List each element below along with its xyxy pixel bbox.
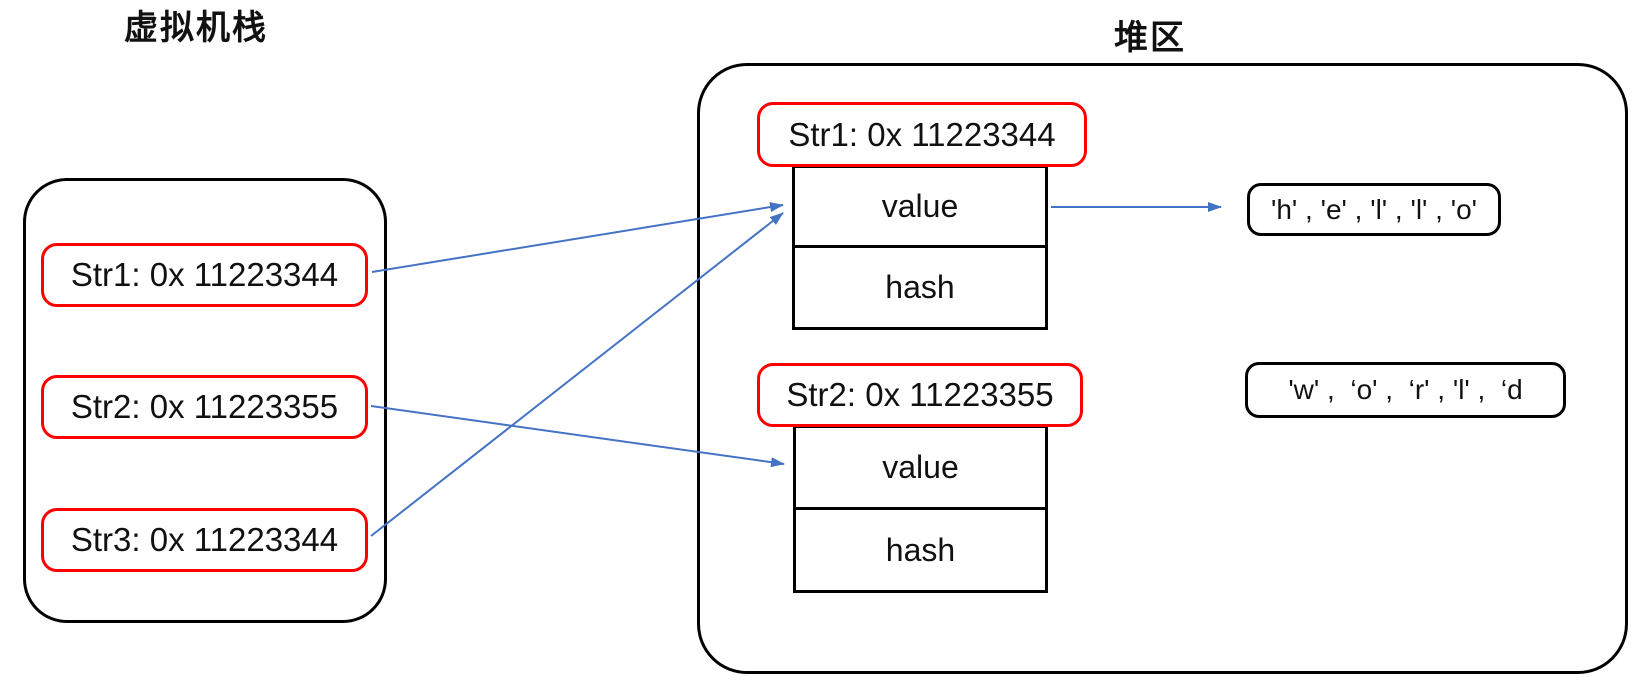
heap-object1-field-value: value bbox=[795, 168, 1045, 248]
heap-object1-table: value hash bbox=[792, 165, 1048, 330]
stack-ref-str3: Str3: 0x 11223344 bbox=[41, 508, 368, 572]
heap-object2-field-hash: hash bbox=[885, 531, 956, 568]
heap-title: 堆区 bbox=[1114, 19, 1186, 57]
heap-object2-header: Str2: 0x 11223355 bbox=[757, 363, 1083, 427]
stack-ref-str2: Str2: 0x 11223355 bbox=[41, 375, 368, 439]
heap-object1-header: Str1: 0x 11223344 bbox=[757, 102, 1087, 167]
heap-object2-field-value: value bbox=[796, 428, 1045, 510]
stack-title: 虚拟机栈 bbox=[124, 9, 268, 47]
heap-object2-table: value hash bbox=[793, 425, 1048, 593]
char-array-hello: 'h' , 'e' , 'l' , 'l' , 'o' bbox=[1247, 183, 1501, 236]
char-array-world: 'w' , ‘o' , ‘r' , 'l' , ‘d bbox=[1245, 362, 1566, 418]
heap-object1-field-hash: hash bbox=[885, 269, 955, 305]
stack-ref-str1: Str1: 0x 11223344 bbox=[41, 243, 368, 307]
